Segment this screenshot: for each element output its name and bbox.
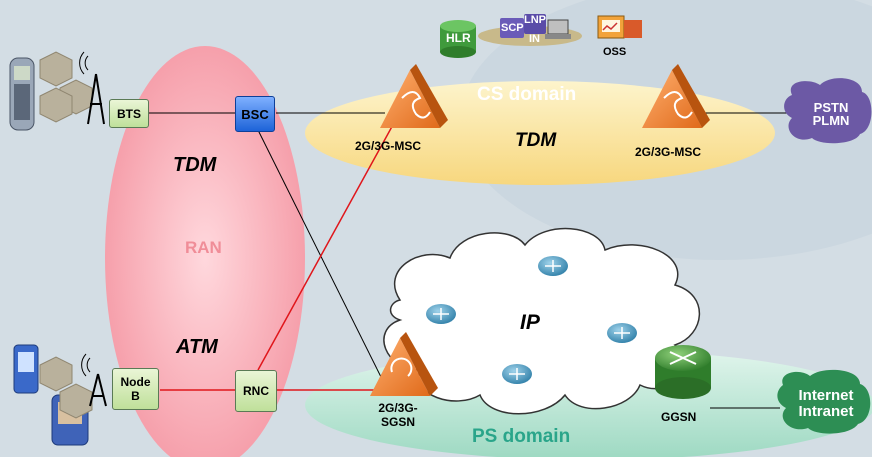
node-b-label-line1: Node bbox=[120, 375, 151, 389]
ran-region bbox=[105, 46, 305, 457]
router-icon bbox=[607, 323, 637, 343]
router-icon bbox=[538, 256, 568, 276]
sgsn-label-line1: 2G/3G- bbox=[378, 401, 418, 415]
msc-right-icon bbox=[642, 64, 710, 128]
antenna-tower-icon bbox=[79, 51, 105, 125]
rnc-label: RNC bbox=[243, 384, 269, 398]
node-b-node[interactable]: Node B bbox=[112, 368, 159, 410]
internet-intranet-label: Internet Intranet bbox=[784, 384, 868, 424]
scp-label: SCP bbox=[501, 22, 524, 34]
tdm-ran-label: TDM bbox=[173, 154, 217, 176]
internet-label-line1: Internet bbox=[798, 387, 854, 404]
bts-node[interactable]: BTS bbox=[109, 99, 149, 128]
ip-label: IP bbox=[520, 311, 540, 334]
tdm-cs-label: TDM bbox=[515, 130, 557, 151]
ggsn-router-icon bbox=[655, 345, 711, 399]
oss-label: OSS bbox=[603, 46, 627, 58]
sgsn-label-line2: SGSN bbox=[380, 415, 415, 429]
node-b-label-line2: B bbox=[131, 389, 140, 403]
rnc-node[interactable]: RNC bbox=[235, 370, 277, 412]
bts-label: BTS bbox=[117, 106, 141, 121]
msc-left-label: 2G/3G-MSC bbox=[355, 139, 422, 153]
pstn-label-line1: PSTN bbox=[813, 100, 849, 115]
msc-left-icon bbox=[380, 64, 448, 128]
lnp-server-icon bbox=[524, 14, 546, 34]
router-icon bbox=[502, 364, 532, 384]
cell-coverage-hexagons bbox=[39, 51, 93, 123]
ggsn-label: GGSN bbox=[661, 410, 697, 424]
internet-cloud bbox=[777, 369, 871, 434]
pstn-label-line2: PLMN bbox=[812, 113, 850, 128]
bsc-node[interactable]: BSC bbox=[235, 96, 275, 132]
msc-right-label: 2G/3G-MSC bbox=[635, 145, 702, 159]
pstn-cloud bbox=[784, 78, 872, 144]
smartphone-icon bbox=[13, 344, 39, 394]
link-bsc-sgsn bbox=[257, 129, 386, 386]
in-label: IN bbox=[529, 33, 540, 45]
mobile-phone-icon bbox=[9, 57, 35, 131]
scp-server-icon bbox=[500, 18, 524, 38]
hlr-database-icon bbox=[440, 20, 476, 58]
sgsn-label: 2G/3G- SGSN bbox=[373, 401, 423, 429]
ps-domain-label: PS domain bbox=[472, 426, 571, 447]
atm-label: ATM bbox=[176, 336, 218, 358]
router-icon bbox=[426, 304, 456, 324]
cell-coverage-hexagons bbox=[39, 356, 93, 419]
ran-label: RAN bbox=[185, 238, 222, 257]
lnp-label: LNP bbox=[524, 14, 546, 26]
workstation-icon bbox=[545, 19, 571, 39]
bsc-label: BSC bbox=[241, 106, 269, 122]
internet-label-line2: Intranet bbox=[798, 403, 854, 420]
sgsn-icon bbox=[370, 332, 438, 396]
oss-icon bbox=[597, 15, 642, 39]
pstn-plmn-label: PSTN PLMN bbox=[800, 94, 862, 134]
link-rnc-msc bbox=[257, 111, 401, 371]
cs-domain-label: CS domain bbox=[477, 84, 577, 105]
antenna-tower-icon bbox=[81, 353, 107, 407]
hlr-label: HLR bbox=[446, 31, 471, 45]
